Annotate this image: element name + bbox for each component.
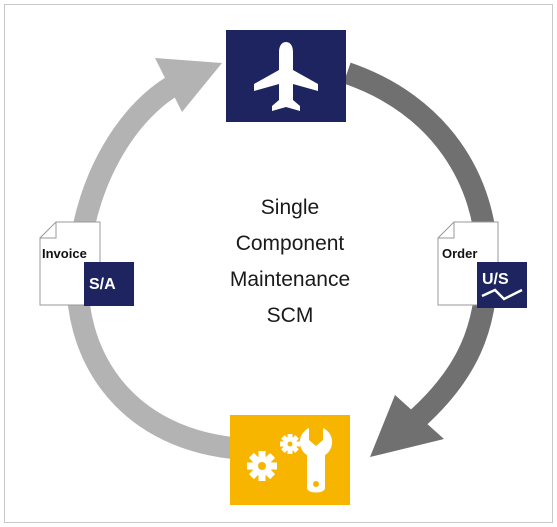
maintenance-node	[230, 415, 350, 505]
title-line-1: Single	[260, 196, 320, 219]
invoice-tag: S/A	[89, 276, 116, 293]
arrow-left-head	[155, 58, 222, 112]
invoice-label: Invoice	[42, 246, 87, 261]
order-tag-box	[477, 262, 527, 308]
airplane-icon	[254, 42, 318, 111]
order-label: Order	[442, 246, 477, 261]
invoice-tag-box	[84, 262, 134, 306]
center-title: Single Component Maintenance SCM	[190, 190, 390, 334]
airplane-node	[226, 30, 346, 122]
order-trend-line-icon	[481, 288, 523, 301]
gears-wrench-icon	[247, 428, 333, 493]
title-line-3: Maintenance	[229, 268, 351, 291]
title-line-4: SCM	[266, 304, 314, 327]
order-tag: U/S	[482, 271, 509, 288]
arrow-right-head	[370, 395, 444, 457]
order-document	[437, 221, 527, 308]
title-line-2: Component	[235, 232, 345, 255]
invoice-document	[39, 221, 134, 306]
